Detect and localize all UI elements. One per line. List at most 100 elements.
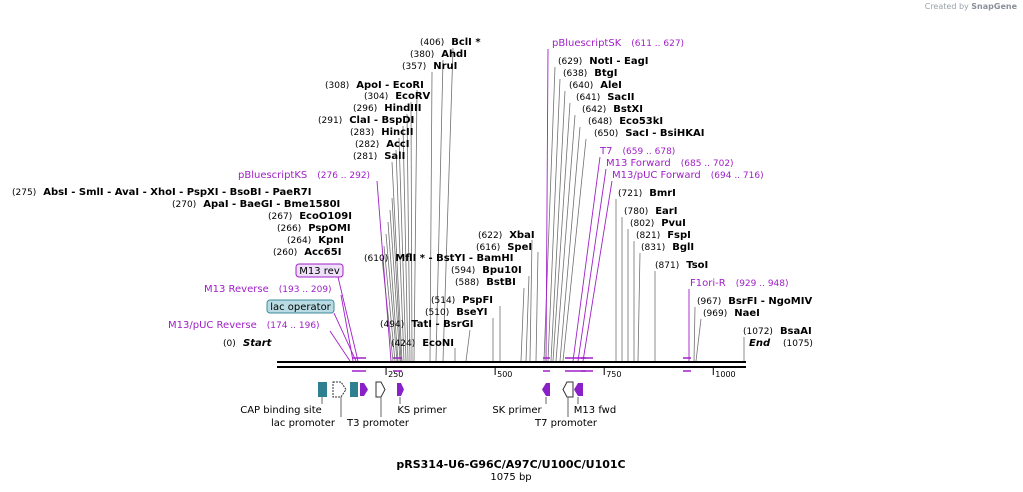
enzyme-leader [693, 306, 696, 362]
site-name: Acc65I [304, 247, 341, 258]
site-position: (281) [353, 152, 377, 162]
site-position: (514) [431, 296, 455, 306]
enzyme-leader [410, 101, 413, 362]
enzyme-label-bgli: (831)BglI [641, 242, 694, 253]
enzyme-label-saci-bsihkai: (650) SacI - BsiHKAI [594, 128, 705, 139]
site-position: (694 .. 716) [711, 171, 764, 181]
enzyme-label-acci: (282) AccI [355, 139, 410, 150]
site-name: BclI * [451, 37, 481, 48]
site-name: SpeI [507, 242, 532, 253]
site-position: (780) [624, 207, 648, 217]
enzyme-label-econi: (424)EcoNI [391, 338, 454, 349]
enzyme-label-spei: (616) SpeI [476, 242, 532, 253]
site-name: Eco53kI [619, 116, 663, 127]
site-name: NruI [433, 61, 457, 72]
enzyme-leader [391, 161, 403, 362]
site-name: M13/pUC Reverse [168, 320, 257, 331]
site-name: HindIII [384, 103, 421, 114]
enzyme-label-pspomi: (266)PspOMI [277, 223, 351, 234]
site-position: (650) [594, 129, 618, 139]
m13-rev-arrow [360, 383, 368, 396]
created-by-text: Created by [924, 2, 969, 11]
site-position: (594) [451, 266, 475, 276]
site-position: (610) [364, 254, 388, 264]
site-name: M13 Forward [606, 158, 671, 169]
site-name: AhdI [441, 49, 467, 60]
enzyme-leader [547, 78, 561, 362]
site-name: BglI [672, 242, 694, 253]
site-position: (721) [618, 189, 642, 199]
enzyme-label-bsrfi-ngomiv: (967)BsrFI - NgoMIV [697, 296, 812, 307]
feature-leader [572, 156, 601, 362]
feature-label-pbluescriptks: pBluescriptKS(276 .. 292) [238, 170, 370, 181]
site-position: (642) [582, 105, 606, 115]
enzyme-label-tati-bsrgi: (494)TatI - BsrGI [380, 319, 474, 330]
feature-label-m13-forward: M13 Forward(685 .. 702) [606, 158, 734, 169]
ruler-tick-label: 500 [497, 370, 512, 379]
enzyme-leader [543, 66, 556, 362]
site-name: BseYI [456, 307, 487, 318]
feature-leader [329, 330, 351, 362]
enzyme-label-alei: (640)AleI [569, 80, 622, 91]
enzyme-leader [637, 252, 641, 362]
enzyme-leader [385, 233, 398, 362]
t7-promoter-label: T7 promoter [534, 418, 598, 429]
site-position: (641) [576, 93, 600, 103]
enzyme-label-eco53ki: (648)Eco53kI [588, 116, 663, 127]
plasmid-name: pRS314-U6-G96C/A97C/U100C/U101C [396, 458, 625, 471]
enzyme-label-ecorv: (304)EcoRV [364, 91, 431, 102]
site-name: KpnI [318, 235, 344, 246]
site-position: (270) [172, 200, 196, 210]
site-position: (380) [410, 50, 434, 60]
enzyme-leader [389, 209, 401, 362]
site-name: PspFI [462, 295, 493, 306]
enzyme-leader [552, 102, 571, 362]
site-name: EcoO109I [299, 211, 352, 222]
feature-label-f1ori-r: F1ori-R(929 .. 948) [690, 278, 789, 289]
enzyme-label-xbai: (622)XbaI [478, 230, 535, 241]
site-position: (308) [325, 81, 349, 91]
site-name: pBluescriptSK [552, 38, 622, 49]
site-name: NaeI [734, 308, 760, 319]
site-position: (622) [478, 231, 502, 241]
enzyme-label-bstxi: (642) BstXI [582, 104, 643, 115]
site-name: Bpu10I [482, 265, 522, 276]
site-name: M13/pUC Forward [612, 170, 701, 181]
end-position: (1075) [783, 339, 813, 349]
site-name: BstXI [613, 104, 643, 115]
feature-leader [376, 180, 392, 362]
enzyme-label-nrui: (357)NruI [402, 61, 457, 72]
site-name: AccI [386, 139, 409, 150]
enzyme-label-apai-baegi-bme1580i: (270)ApaI - BaeGI - Bme1580I [172, 199, 340, 210]
site-position: (611 .. 627) [631, 39, 684, 49]
enzyme-label-bpu10i: (594) Bpu10I [451, 265, 522, 276]
site-position: (967) [697, 297, 721, 307]
site-position: (264) [287, 236, 311, 246]
t3-promoter-arrow [375, 381, 386, 398]
ruler-tick-label: 750 [606, 370, 621, 379]
enzyme-leader [525, 275, 530, 362]
feature-label-m13-reverse: M13 Reverse (193 .. 209) [204, 284, 332, 295]
end-label: End [749, 338, 771, 349]
feature-label-t7: T7(659 .. 678) [599, 146, 675, 157]
enzyme-leader [391, 197, 402, 362]
site-name: M13 Reverse [204, 284, 269, 295]
site-name: BtgI [594, 68, 617, 79]
site-name: BsaAI [780, 326, 812, 337]
feature-bars [352, 357, 691, 372]
site-name: MflI * - BstYI - BamHI [395, 253, 513, 264]
enzyme-leader [555, 114, 576, 362]
site-name: SacI - BsiHKAI [625, 128, 704, 139]
site-position: (616) [476, 243, 500, 253]
site-position: (638) [563, 69, 587, 79]
site-name: TsoI [686, 260, 708, 271]
site-position: (174 .. 196) [267, 321, 320, 331]
lac-promoter-arrow [332, 381, 347, 398]
enzyme-label-pspfi: (514) PspFI [431, 295, 493, 306]
site-position: (267) [268, 212, 292, 222]
site-position: (193 .. 209) [279, 285, 332, 295]
site-position: (282) [355, 140, 379, 150]
enzyme-label-hindiii: (296)HindIII [353, 103, 421, 114]
cap-binding-site-marker [318, 382, 327, 397]
